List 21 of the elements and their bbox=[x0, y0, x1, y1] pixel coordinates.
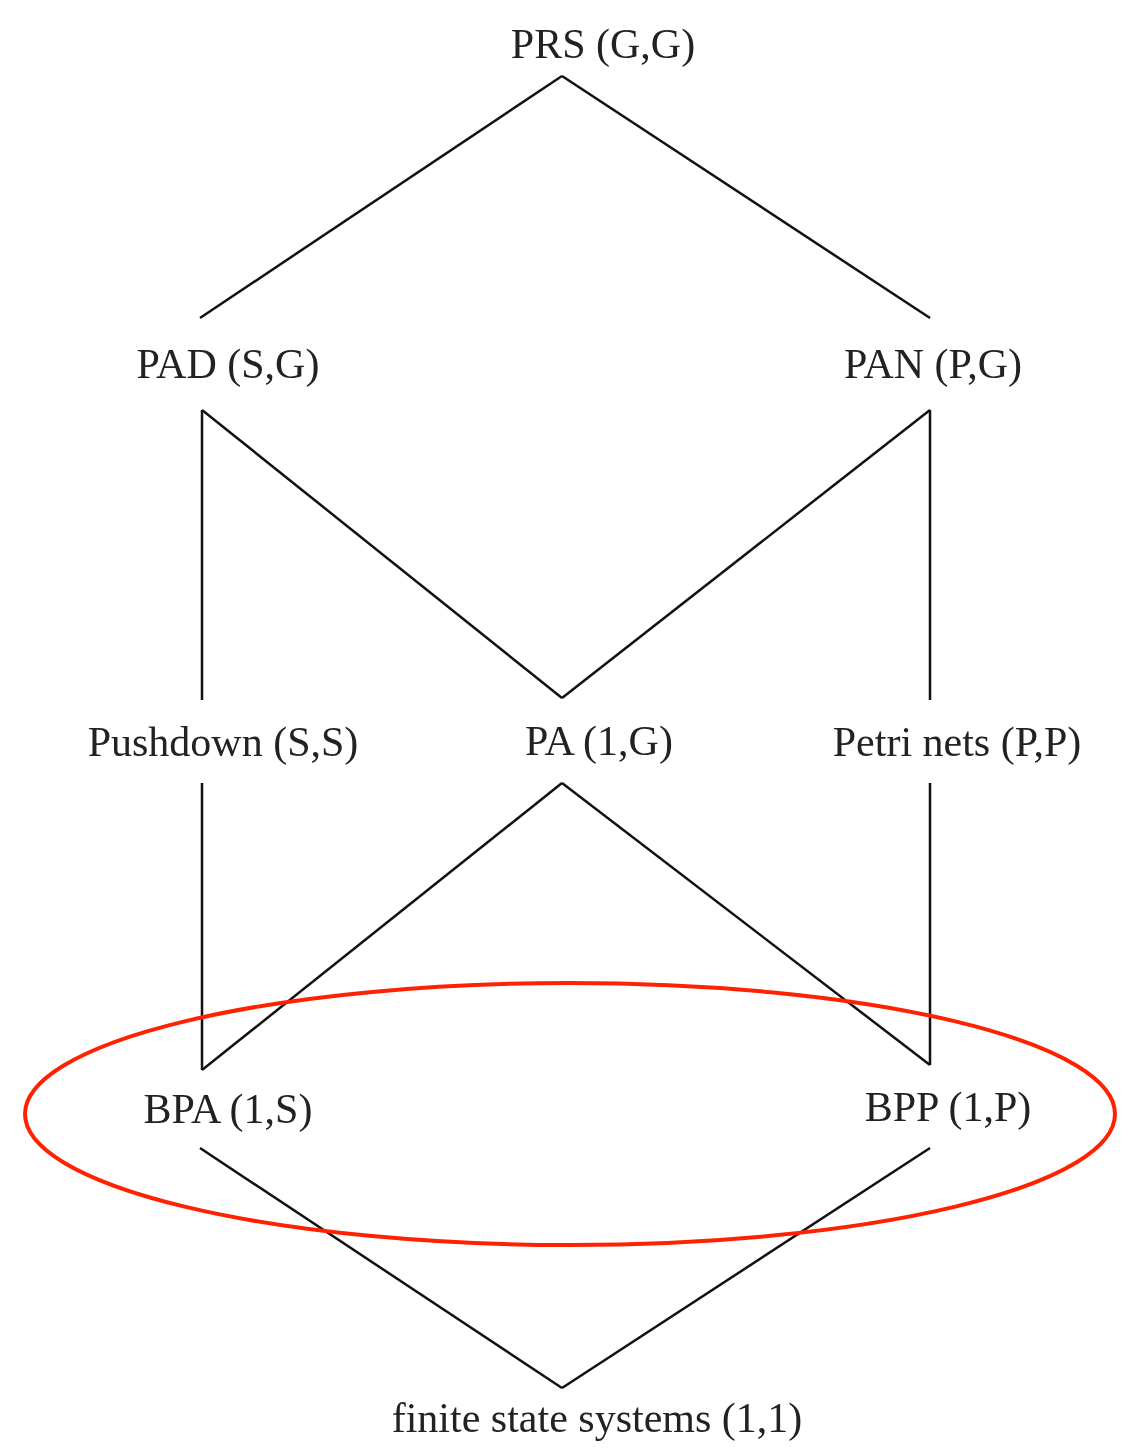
connector-line bbox=[199, 74, 563, 320]
node-label: Pushdown (S,S) bbox=[87, 717, 359, 766]
node-label: finite state systems (1,1) bbox=[391, 1394, 803, 1442]
node-label: PAN (P,G) bbox=[843, 340, 1023, 388]
node-label: Petri nets (P,P) bbox=[832, 717, 1082, 766]
node-label: PRS (G,G) bbox=[510, 20, 696, 68]
connector-line bbox=[561, 409, 931, 699]
connector-line bbox=[200, 410, 204, 700]
connector-line bbox=[199, 1146, 563, 1390]
node-label: PAD (S,G) bbox=[136, 340, 320, 388]
connector-line bbox=[561, 782, 931, 1066]
node-label: BPA (1,S) bbox=[143, 1085, 313, 1133]
node-label: BPP (1,P) bbox=[864, 1082, 1032, 1131]
connector-line bbox=[928, 783, 932, 1065]
connector-line bbox=[200, 783, 204, 1070]
connector-line bbox=[201, 782, 563, 1071]
node-label: PA (1,G) bbox=[525, 716, 673, 765]
connector-line bbox=[928, 410, 932, 700]
connector-line bbox=[201, 409, 563, 699]
connector-line bbox=[561, 1146, 931, 1390]
connector-line bbox=[561, 74, 931, 320]
